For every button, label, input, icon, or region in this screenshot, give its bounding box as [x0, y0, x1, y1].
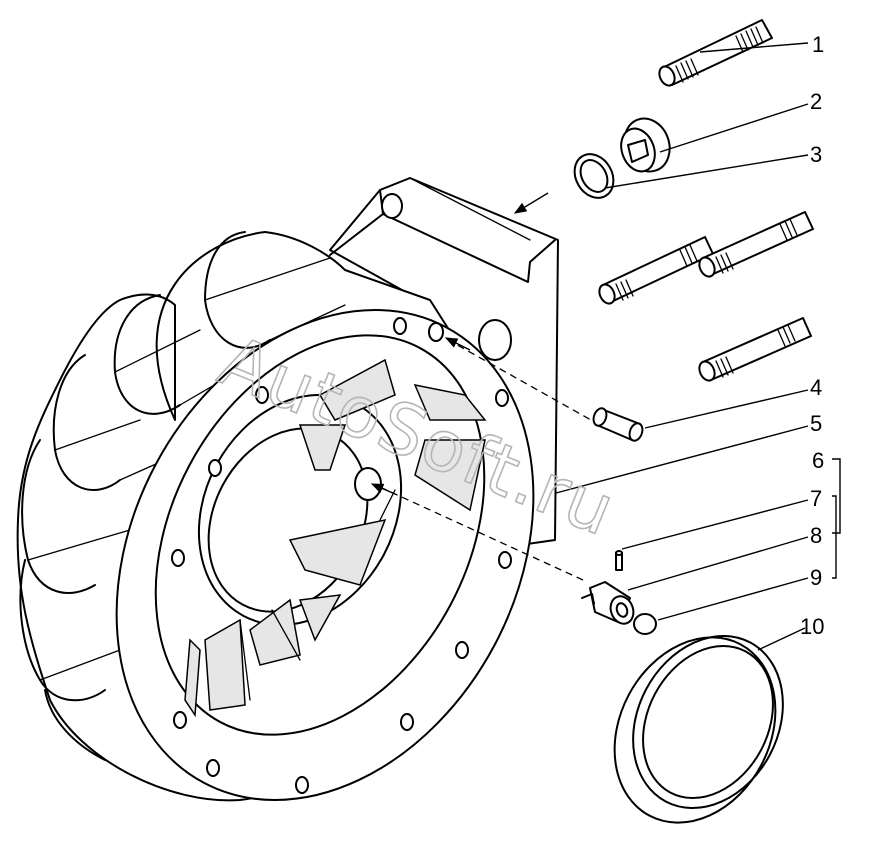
assembly-paths [370, 192, 601, 581]
part-3-seal-ring [573, 153, 615, 199]
callout-9: 9 [810, 565, 822, 590]
clutch-housing [16, 177, 559, 802]
part-10-cover-ring [613, 635, 784, 824]
callout-3: 3 [810, 142, 822, 167]
part-7-pin [615, 550, 623, 571]
part-1-stud [658, 19, 773, 87]
part-4-dowel-pin [592, 407, 644, 442]
part-8-bushing [581, 581, 635, 625]
callout-5: 5 [810, 411, 822, 436]
callout-4: 4 [810, 375, 822, 400]
part-2-plug [620, 117, 671, 173]
callout-6: 6 [812, 448, 824, 473]
studs-set [598, 211, 814, 382]
leader-lines [555, 42, 841, 651]
callout-1: 1 [812, 32, 824, 57]
callout-2: 2 [810, 89, 822, 114]
flange-bolt-holes [171, 317, 512, 794]
callout-8: 8 [810, 523, 822, 548]
callout-10: 10 [800, 614, 824, 639]
callout-labels: 1 2 3 4 5 6 7 8 9 10 [800, 32, 824, 639]
callout-7: 7 [810, 486, 822, 511]
part-9-ball [633, 613, 657, 635]
